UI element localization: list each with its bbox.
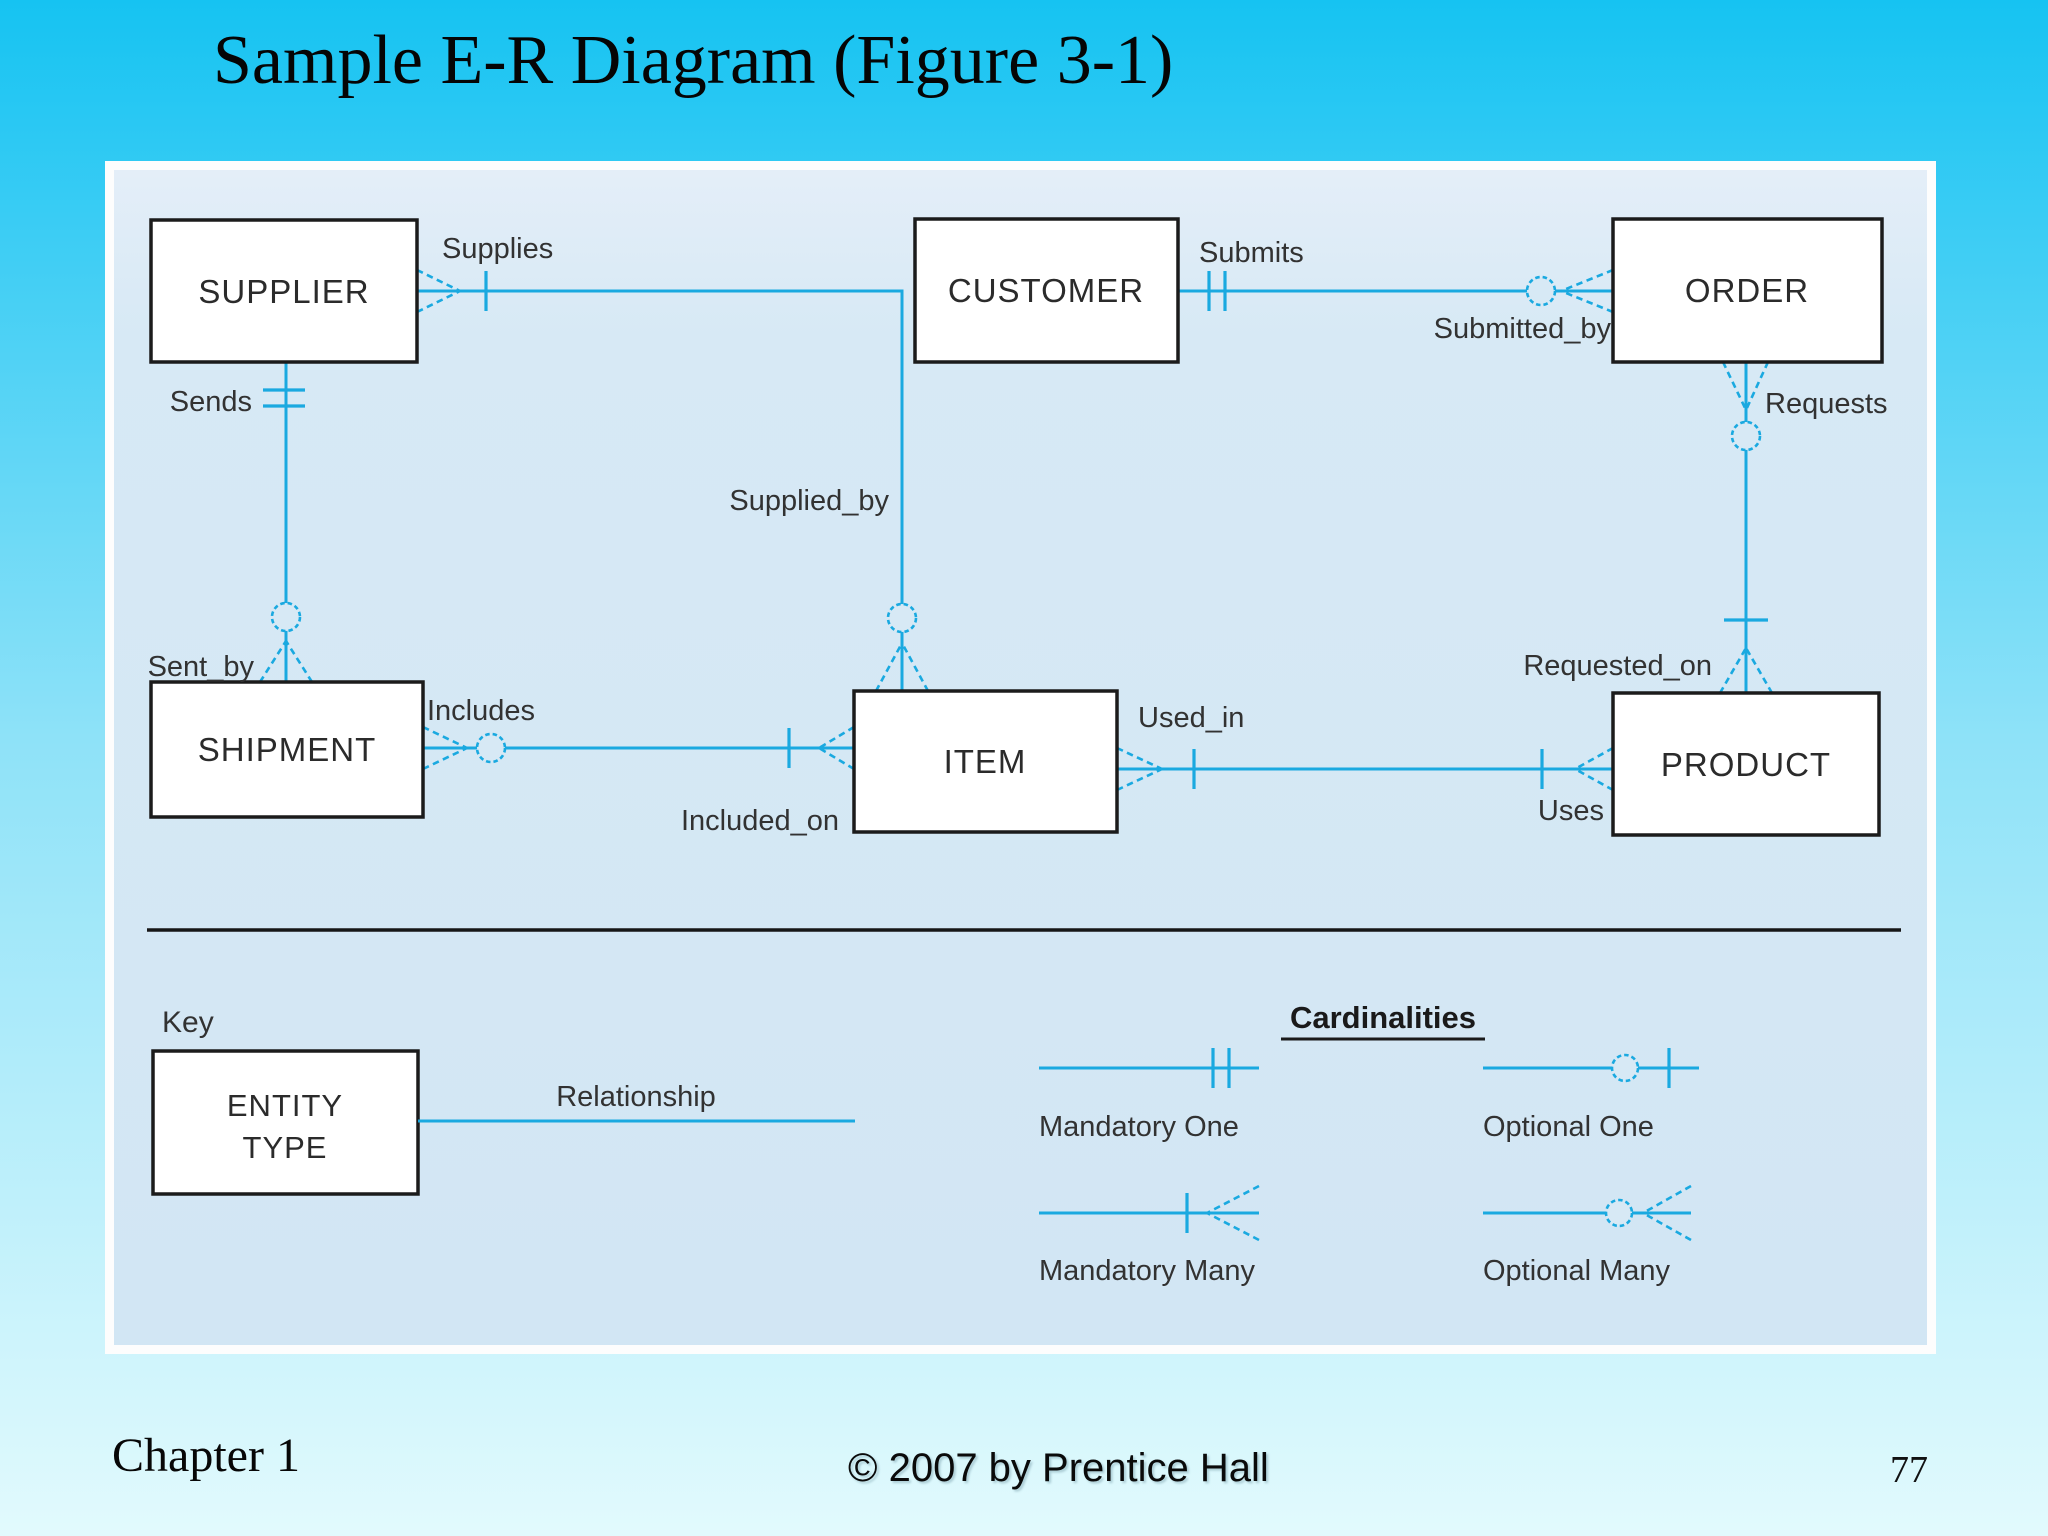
label-submits: Submits — [1199, 237, 1304, 269]
mandatory-many-fork — [1206, 1184, 1260, 1242]
entity-order-box — [1611, 217, 1884, 364]
label-sent-by: Sent_by — [148, 651, 255, 683]
entity-shipment-label: SHIPMENT — [198, 731, 377, 768]
fork-item-right — [1116, 746, 1163, 792]
optional-many-label: Optional Many — [1483, 1255, 1670, 1287]
key-relationship-label: Relationship — [556, 1081, 716, 1113]
cardinality-optional-many: Optional Many — [1483, 1184, 1692, 1287]
optional-one-label: Optional One — [1483, 1111, 1654, 1143]
mandatory-one-label: Mandatory One — [1039, 1111, 1239, 1143]
entity-shipment-box — [149, 680, 425, 819]
mandatory-many-label: Mandatory Many — [1039, 1255, 1255, 1287]
footer-page-number: 77 — [1890, 1449, 1928, 1491]
key-heading: Key — [162, 1006, 214, 1039]
key-entity-box — [151, 1049, 420, 1196]
entity-supplier-box — [149, 218, 419, 364]
cardinality-mandatory-many: Mandatory Many — [1039, 1184, 1260, 1287]
entity-product: PRODUCT — [1611, 691, 1881, 837]
entity-customer: CUSTOMER — [913, 217, 1180, 364]
entity-order-label: ORDER — [1685, 272, 1809, 309]
optional-one-circle — [1610, 1053, 1640, 1083]
entity-customer-label: CUSTOMER — [948, 272, 1144, 309]
fork-product-left — [1574, 746, 1614, 792]
label-sends: Sends — [170, 386, 252, 418]
label-requested-on: Requested_on — [1523, 650, 1712, 682]
relationship-labels: Supplies Sends Submits Submitted_by Requ… — [148, 233, 1888, 837]
label-used-in: Used_in — [1138, 702, 1244, 734]
relationship-line-supplies-supplied-by — [417, 289, 904, 691]
label-includes: Includes — [427, 695, 535, 727]
er-diagram-panel: SUPPLIER CUSTOMER ORDER SHIPMENT ITEM PR… — [105, 161, 1936, 1354]
cardinality-ticks — [263, 271, 1768, 789]
entity-product-box — [1611, 691, 1881, 837]
label-supplied-by: Supplied_by — [729, 485, 889, 517]
fork-item-top — [874, 642, 930, 692]
cardinality-mandatory-one: Mandatory One — [1039, 1048, 1259, 1143]
circle-includes — [475, 732, 507, 764]
crows-foot-forks — [258, 268, 1774, 792]
fork-product-top — [1718, 647, 1774, 694]
fork-item-left — [818, 725, 855, 771]
circle-submitted-by — [1525, 275, 1557, 307]
circle-sent-by — [270, 601, 302, 633]
label-included-on: Included_on — [681, 805, 839, 837]
entity-item-label: ITEM — [944, 743, 1027, 780]
footer-chapter: Chapter 1 — [112, 1429, 300, 1482]
cardinalities-legend: Cardinalities Mandatory One Optional One… — [1039, 1000, 1699, 1287]
fork-supplier — [416, 268, 461, 314]
optional-many-fork — [1642, 1184, 1692, 1242]
label-uses: Uses — [1538, 795, 1604, 827]
entity-item-box — [852, 689, 1119, 834]
entity-customer-box — [913, 217, 1180, 364]
optional-many-circle — [1604, 1198, 1634, 1228]
label-requests: Requests — [1765, 388, 1888, 420]
entity-shipment: SHIPMENT — [149, 680, 425, 819]
entity-supplier: SUPPLIER — [149, 218, 419, 364]
key-section: Key ENTITY TYPE Relationship — [151, 1006, 855, 1196]
circle-requests — [1730, 420, 1762, 452]
key-entity-label-line1: ENTITY — [227, 1088, 343, 1123]
footer-copyright: © 2007 by Prentice Hall — [848, 1446, 1269, 1490]
label-submitted-by: Submitted_by — [1434, 313, 1612, 345]
entity-order: ORDER — [1611, 217, 1884, 364]
slide-title: Sample E-R Diagram (Figure 3-1) — [213, 22, 1174, 99]
cardinalities-title: Cardinalities — [1290, 1000, 1476, 1035]
cardinality-optional-one: Optional One — [1483, 1048, 1699, 1143]
fork-order-left — [1560, 268, 1614, 314]
entity-product-label: PRODUCT — [1661, 746, 1831, 783]
entity-supplier-label: SUPPLIER — [198, 273, 369, 310]
fork-shipment-right — [422, 725, 468, 771]
fork-order-bottom — [1721, 361, 1770, 411]
er-diagram: SUPPLIER CUSTOMER ORDER SHIPMENT ITEM PR… — [147, 217, 1901, 1287]
key-entity-label-line2: TYPE — [243, 1130, 328, 1165]
optionality-circles — [270, 275, 1762, 764]
entity-item: ITEM — [852, 689, 1119, 834]
label-supplies: Supplies — [442, 233, 553, 265]
fork-shipment-top — [258, 640, 314, 683]
circle-supplied-by — [886, 602, 918, 634]
